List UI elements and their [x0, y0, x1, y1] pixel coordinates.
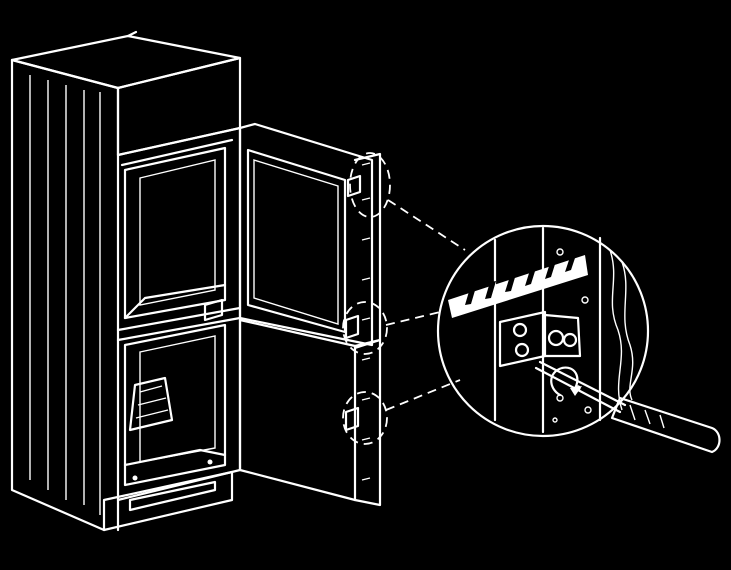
callout-circles [342, 152, 391, 445]
door-hinge [498, 310, 582, 368]
fridge-door-upper [238, 122, 382, 350]
cabinet-unit [10, 30, 242, 532]
leader-lines [385, 199, 466, 411]
fridge-door-lower [238, 318, 382, 507]
door-hinges [203, 174, 362, 432]
screwdriver-icon [534, 360, 721, 454]
